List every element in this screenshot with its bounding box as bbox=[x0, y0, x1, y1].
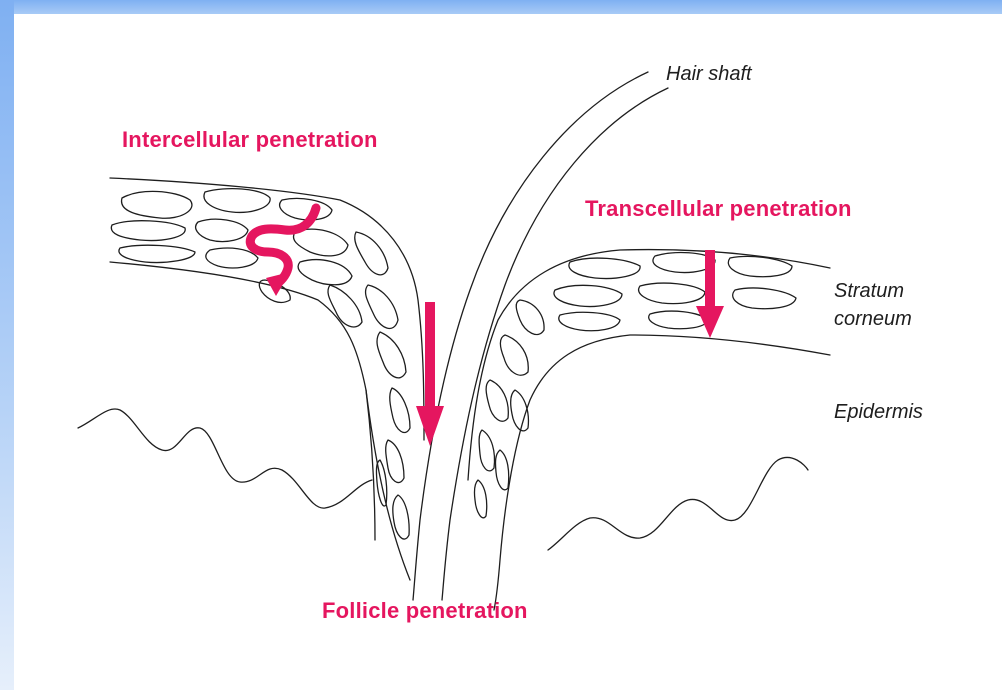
hair-shaft-right-edge bbox=[442, 88, 668, 600]
left-stratum-bottom-edge bbox=[110, 262, 375, 540]
label-intercellular-penetration: Intercellular penetration bbox=[122, 127, 378, 153]
arrows bbox=[250, 208, 724, 446]
label-follicle-penetration: Follicle penetration bbox=[322, 598, 528, 624]
follicle-arrowhead bbox=[416, 406, 444, 446]
hair-shaft-left-edge bbox=[413, 72, 648, 600]
label-corneum: corneum bbox=[834, 305, 912, 333]
intercellular-arrow bbox=[250, 208, 316, 284]
right-epidermis-boundary bbox=[548, 457, 808, 550]
right-corneocytes bbox=[474, 253, 796, 518]
label-transcellular-penetration: Transcellular penetration bbox=[585, 196, 852, 222]
right-stratum-bottom-edge bbox=[494, 335, 830, 610]
label-stratum: Stratum bbox=[834, 277, 904, 305]
intercellular-arrowhead bbox=[266, 272, 290, 296]
left-corneocytes bbox=[111, 189, 410, 539]
left-follicle-wall bbox=[366, 390, 410, 580]
label-hair-shaft: Hair shaft bbox=[666, 60, 752, 88]
transcellular-arrowhead bbox=[696, 306, 724, 338]
left-epidermis-boundary bbox=[78, 409, 372, 508]
label-epidermis: Epidermis bbox=[834, 398, 923, 426]
